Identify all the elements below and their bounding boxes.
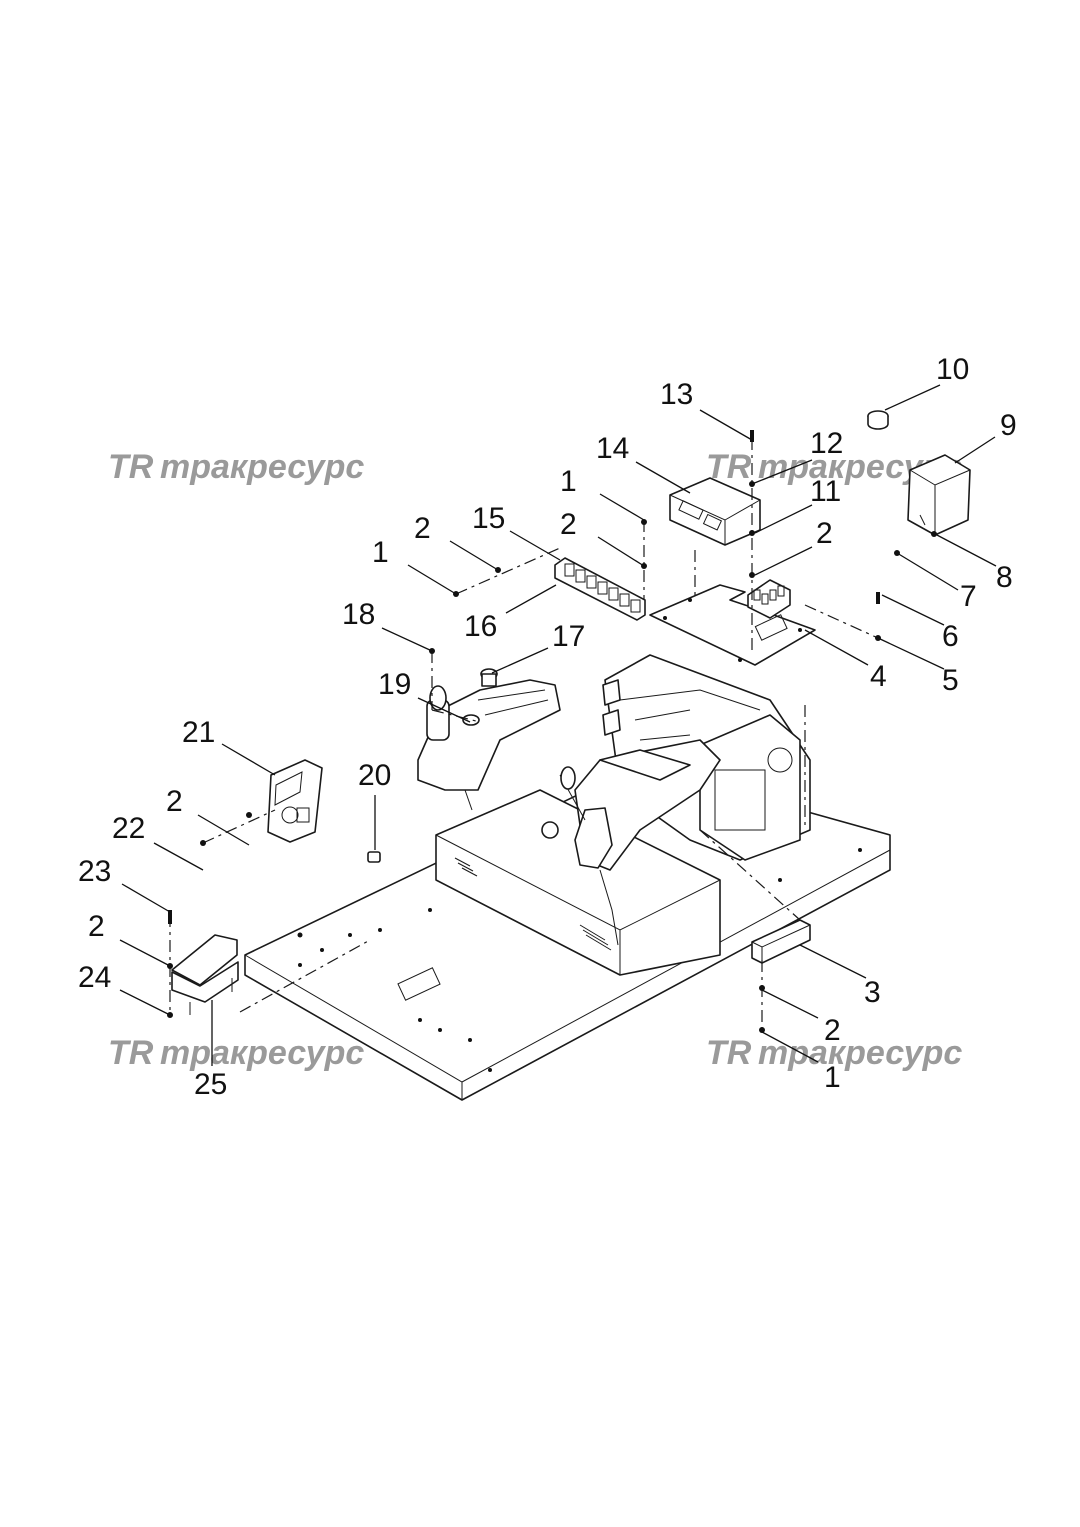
callout-16: 16 bbox=[464, 610, 497, 643]
callout-15: 15 bbox=[472, 502, 505, 535]
watermark-logo: TR bbox=[706, 1034, 752, 1072]
callout-11: 11 bbox=[810, 475, 841, 508]
callout-2: 2 bbox=[166, 785, 183, 818]
part-14-ecu bbox=[669, 477, 761, 546]
callout-2: 2 bbox=[88, 910, 105, 943]
part-19-left-console bbox=[417, 679, 561, 811]
callout-2: 2 bbox=[560, 508, 577, 541]
watermark-bottom-right: TR тракресурс bbox=[706, 1034, 962, 1072]
watermark-text: тракресурс bbox=[160, 1034, 364, 1072]
watermark-logo: TR bbox=[108, 1034, 154, 1072]
callout-21: 21 bbox=[182, 716, 215, 749]
callout-9: 9 bbox=[1000, 409, 1017, 442]
callout-labels: 1 2 1 2 15 16 13 14 12 11 2 10 9 8 7 6 5… bbox=[78, 353, 1017, 1101]
callout-2: 2 bbox=[414, 512, 431, 545]
callout-7: 7 bbox=[960, 580, 977, 613]
callout-6: 6 bbox=[942, 620, 959, 653]
watermark-text: тракресурс bbox=[160, 448, 364, 486]
callout-3: 3 bbox=[864, 976, 881, 1009]
leader-lines bbox=[119, 384, 997, 1066]
right-console bbox=[541, 739, 721, 946]
part-fuse-block bbox=[747, 579, 791, 619]
callout-1: 1 bbox=[372, 536, 389, 569]
callout-18: 18 bbox=[342, 598, 375, 631]
part-16-relay-strip bbox=[554, 557, 646, 621]
part-25-pedal bbox=[171, 934, 239, 1015]
watermark-bottom-left: TR тракресурс bbox=[108, 1034, 364, 1072]
callout-25: 25 bbox=[194, 1068, 227, 1101]
callout-20: 20 bbox=[358, 759, 391, 792]
callout-1: 1 bbox=[824, 1061, 841, 1094]
callout-23: 23 bbox=[78, 855, 111, 888]
callout-22: 22 bbox=[112, 812, 145, 845]
part-20-connector bbox=[367, 851, 381, 863]
callout-19: 19 bbox=[378, 668, 411, 701]
part-21-monitor bbox=[267, 759, 323, 843]
part-10-cap bbox=[867, 410, 889, 430]
watermark-logo: TR bbox=[108, 448, 154, 486]
callout-17: 17 bbox=[552, 620, 585, 653]
callout-14: 14 bbox=[596, 432, 629, 465]
callout-10: 10 bbox=[936, 353, 969, 386]
part-17-knob bbox=[480, 668, 498, 687]
callout-4: 4 bbox=[870, 660, 887, 693]
watermark-text: тракресурс bbox=[758, 1034, 962, 1072]
part-4-mounting-plate bbox=[649, 584, 816, 666]
callout-2: 2 bbox=[816, 517, 833, 550]
seat-base-box bbox=[435, 789, 721, 976]
callout-24: 24 bbox=[78, 961, 111, 994]
part-9-cover bbox=[907, 454, 971, 536]
callout-12: 12 bbox=[810, 427, 843, 460]
watermark-top-left: TR тракресурс bbox=[108, 448, 364, 486]
callout-8: 8 bbox=[996, 561, 1013, 594]
callout-1: 1 bbox=[560, 465, 577, 498]
callout-2: 2 bbox=[824, 1014, 841, 1047]
callout-5: 5 bbox=[942, 664, 959, 697]
callout-13: 13 bbox=[660, 378, 693, 411]
